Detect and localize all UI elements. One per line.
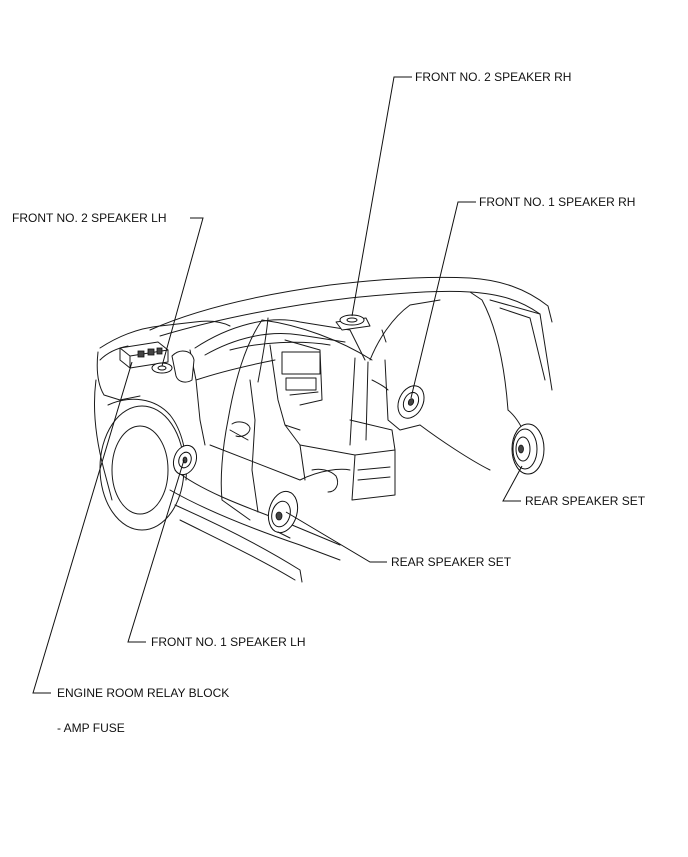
rear-speaker-set-door <box>267 490 299 539</box>
label-front-no1-speaker-lh: FRONT NO. 1 SPEAKER LH <box>151 635 306 649</box>
front-no2-speaker-rh <box>335 314 371 331</box>
front-no1-speaker-rh <box>397 385 425 419</box>
label-front-no1-speaker-rh: FRONT NO. 1 SPEAKER RH <box>479 195 636 209</box>
engine-room-relay-block <box>119 341 169 369</box>
leader-lines <box>32 76 523 694</box>
front-no1-speaker-lh <box>172 444 198 476</box>
vehicle-body <box>93 276 553 583</box>
label-engine-room-relay-block: ENGINE ROOM RELAY BLOCK <box>57 686 230 700</box>
label-rear-speaker-set-center: REAR SPEAKER SET <box>391 555 512 569</box>
label-front-no2-speaker-lh: FRONT NO. 2 SPEAKER LH <box>12 211 167 225</box>
label-rear-speaker-set-right: REAR SPEAKER SET <box>525 494 646 508</box>
label-amp-fuse: - AMP FUSE <box>57 721 125 735</box>
rear-speaker-set-standalone <box>511 423 545 475</box>
front-no2-speaker-lh <box>151 350 195 383</box>
label-front-no2-speaker-rh: FRONT NO. 2 SPEAKER RH <box>415 70 572 84</box>
